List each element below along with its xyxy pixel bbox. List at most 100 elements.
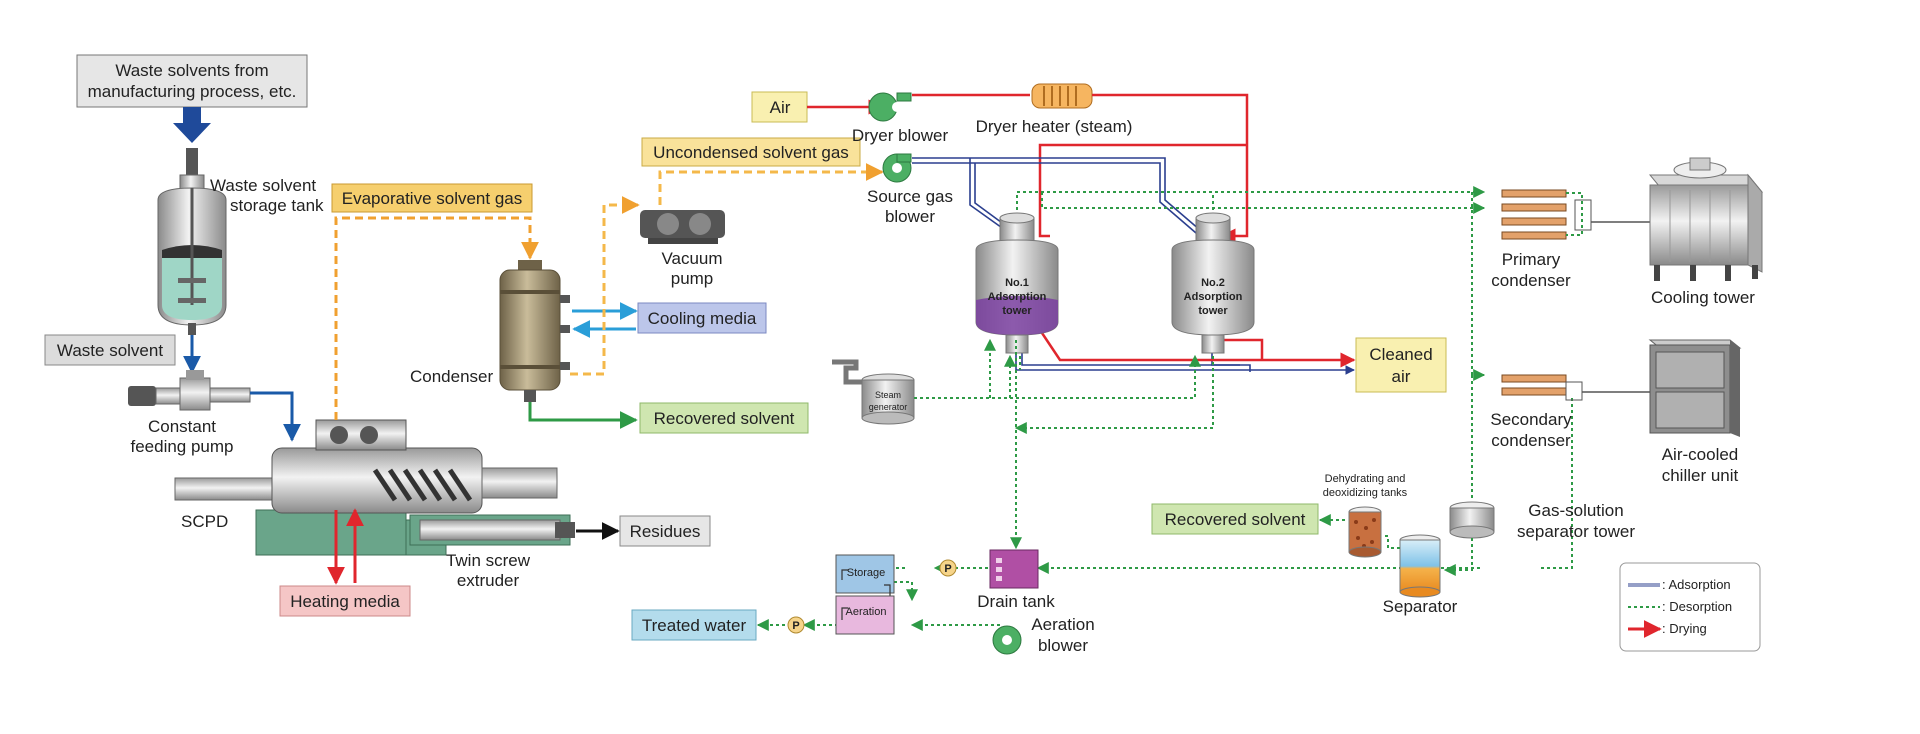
evaporative-gas-line [334, 216, 539, 420]
waste-solvents-label-1: Waste solvents from [115, 61, 268, 80]
dryer-blower-label: Dryer blower [852, 126, 949, 145]
dryer-heater-label: Dryer heater (steam) [976, 117, 1133, 136]
drying-exhaust-line-2 [1222, 338, 1264, 360]
aeration-blower-label-2: blower [1038, 636, 1088, 655]
treated-water-label: Treated water [642, 616, 747, 635]
aeration-blower-label-1: Aeration [1031, 615, 1094, 634]
pump-icon-1: P [939, 559, 957, 577]
waste-solvents-source: Waste solvents from manufacturing proces… [76, 54, 308, 108]
scpd-label: SCPD [181, 512, 228, 531]
drain-tank-icon [989, 549, 1039, 589]
uncondensed-gas-line-2 [658, 163, 884, 205]
cleaned-air-label-2: air [1392, 367, 1411, 386]
source-gas-blower-icon [882, 153, 912, 183]
tower-2-label-1: No.2 [1201, 277, 1225, 289]
waste-solvent-tag: Waste solvent [44, 334, 176, 366]
recovered-solvent-tag-2: Recovered solvent [1151, 503, 1319, 535]
heating-media-label: Heating media [290, 592, 400, 611]
pump-to-scpd-line [250, 391, 301, 442]
storage-tank-label-1: Waste solvent [210, 176, 316, 195]
aeration-blower-icon [992, 625, 1022, 655]
storage-tank-icon [835, 554, 895, 599]
residues-label: Residues [630, 522, 701, 541]
feed-down-arrow [173, 107, 211, 143]
adsorption-tower-2-icon [1171, 212, 1255, 354]
tower-2-label-2: Adsorption [1184, 291, 1243, 303]
adsorption-inlet-lines [912, 157, 1201, 234]
separator-label: Separator [1383, 597, 1458, 616]
condenser-label: Condenser [410, 367, 494, 386]
uncondensed-gas-line-1 [570, 196, 640, 376]
legend-drying-label: : Drying [1662, 621, 1707, 636]
recovered-solvent-line-1 [528, 402, 638, 429]
heating-media-tag: Heating media [279, 585, 411, 617]
steam-generator-label-2: generator [869, 402, 908, 412]
gas-solution-separator-icon [1449, 501, 1495, 539]
drying-line-to-tower1 [1038, 143, 1247, 238]
adsorption-tower-1-icon [975, 212, 1059, 354]
recovered-solvent-label-2: Recovered solvent [1165, 510, 1306, 529]
dryer-blower-icon [868, 92, 912, 122]
twin-screw-label-1: Twin screw [446, 551, 531, 570]
uncondensed-gas-tag: Uncondensed solvent gas [641, 137, 861, 167]
source-gas-blower-label-2: blower [885, 207, 935, 226]
cooling-media-label: Cooling media [648, 309, 757, 328]
gas-solution-label-2: separator tower [1517, 522, 1635, 541]
chiller-unit-icon [1648, 339, 1742, 437]
feeding-pump-label-2: feeding pump [130, 437, 233, 456]
waste-solvent-label: Waste solvent [57, 341, 163, 360]
cleaned-air-tag: Cleaned air [1355, 337, 1447, 393]
evaporative-gas-label: Evaporative solvent gas [342, 189, 523, 208]
secondary-condenser-icon [1501, 374, 1650, 401]
pump-2-symbol: P [792, 620, 799, 632]
legend-adsorption-label: : Adsorption [1662, 577, 1731, 592]
secondary-condenser-label-2: condenser [1491, 431, 1571, 450]
primary-condenser-label-2: condenser [1491, 271, 1571, 290]
aeration-label: Aeration [846, 606, 887, 618]
vacuum-pump-icon [640, 210, 725, 244]
gas-solution-label-1: Gas-solution [1528, 501, 1623, 520]
storage-label: Storage [847, 567, 886, 579]
cooling-tower-label: Cooling tower [1651, 288, 1755, 307]
primary-condenser-label-1: Primary [1502, 250, 1561, 269]
steam-generator-label-1: Steam [875, 390, 901, 400]
dryer-heater-icon [1031, 83, 1093, 109]
drying-line-main [1092, 93, 1249, 244]
cooling-tower-icon [1648, 157, 1764, 281]
evaporative-gas-tag: Evaporative solvent gas [331, 183, 533, 213]
waste-solvent-storage-tank-icon [157, 148, 227, 335]
condenser-icon [499, 260, 570, 402]
uncondensed-gas-label: Uncondensed solvent gas [653, 143, 849, 162]
residues-tag: Residues [619, 515, 711, 547]
aeration-tank-icon [835, 595, 895, 635]
feeding-pump-label-1: Constant [148, 417, 216, 436]
twin-screw-label-2: extruder [457, 571, 520, 590]
vacuum-pump-label-1: Vacuum [661, 249, 722, 268]
pump-1-symbol: P [944, 563, 951, 575]
primary-condenser-icon [1501, 189, 1650, 240]
air-tag: Air [751, 91, 808, 123]
constant-feeding-pump-icon [128, 370, 251, 411]
recovered-solvent-label-1: Recovered solvent [654, 409, 795, 428]
cooling-media-tag: Cooling media [637, 302, 767, 334]
chiller-label-2: chiller unit [1662, 466, 1739, 485]
dehydrating-label-2: deoxidizing tanks [1323, 487, 1408, 499]
storage-tank-label-2: storage tank [230, 196, 324, 215]
treated-water-tag: Treated water [631, 609, 757, 641]
tower-1-label-3: tower [1002, 305, 1032, 317]
steam-generator-icon [832, 359, 915, 425]
legend-desorption-label: : Desorption [1662, 599, 1732, 614]
tower-2-label-3: tower [1198, 305, 1228, 317]
gas-separator-to-separator-line [1443, 538, 1473, 576]
cleaned-air-label-1: Cleaned [1369, 345, 1432, 364]
source-gas-blower-label-1: Source gas [867, 187, 953, 206]
separator-to-dehydrating-line [1385, 535, 1400, 549]
recovered-solvent-tag-1: Recovered solvent [639, 402, 809, 434]
tower-1-label-2: Adsorption [988, 291, 1047, 303]
dehydrating-label-1: Dehydrating and [1325, 473, 1406, 485]
air-label: Air [770, 98, 791, 117]
chiller-label-1: Air-cooled [1662, 445, 1739, 464]
legend: : Adsorption : Desorption : Drying [1619, 562, 1761, 652]
drain-tank-label: Drain tank [977, 592, 1055, 611]
